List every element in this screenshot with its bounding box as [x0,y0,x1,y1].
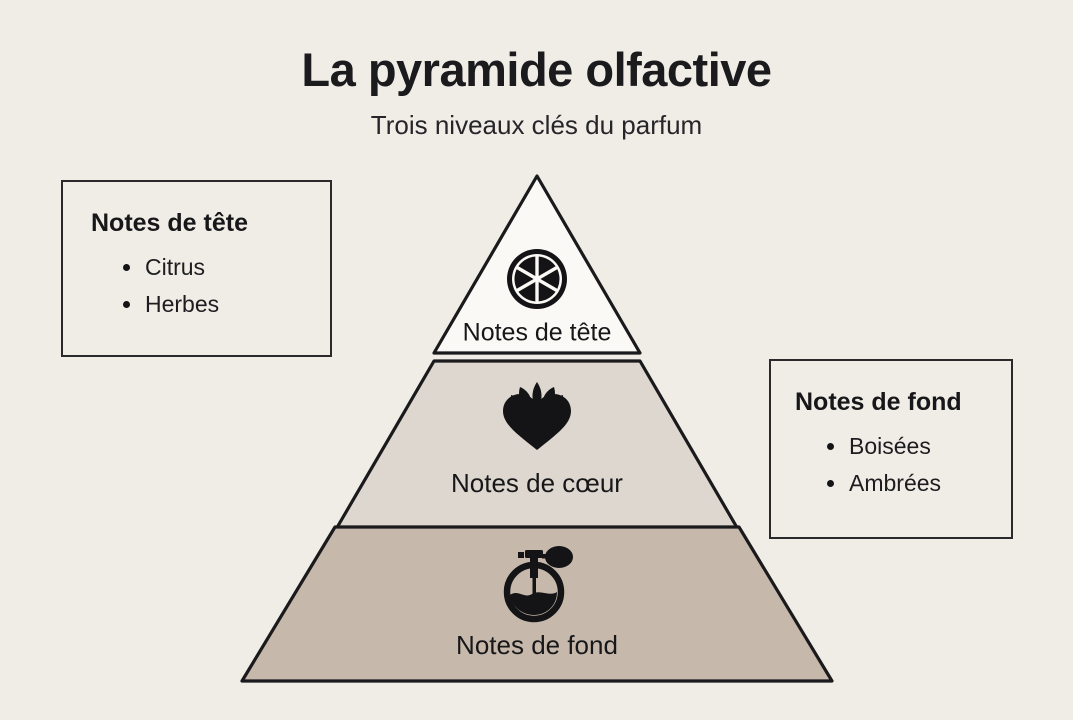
citrus-slice-icon [507,249,567,309]
base-notes-list: Boisées Ambrées [795,428,1011,502]
top-notes-callout-box[interactable]: Notes de tête Citrus Herbes [61,180,332,357]
top-notes-list: Citrus Herbes [91,249,330,323]
base-notes-callout-box[interactable]: Notes de fond Boisées Ambrées [769,359,1013,539]
list-item: Herbes [123,286,330,323]
page-title: La pyramide olfactive [301,43,772,96]
pyramid-tier-heart[interactable]: Notes de cœur [333,359,741,533]
list-item: Citrus [123,249,330,286]
pyramid-tier-top-label: Notes de tête [463,319,612,347]
top-notes-heading: Notes de tête [91,209,248,237]
list-item: Boisées [827,428,1011,465]
heart-with-leaves-icon [503,382,571,450]
list-item: Ambrées [827,465,1011,502]
pyramid-tier-top[interactable]: Notes de tête [432,174,642,355]
pyramid-tier-base[interactable]: Notes de fond [240,525,834,683]
base-notes-heading: Notes de fond [795,388,962,416]
perfume-bottle-icon [503,546,573,623]
pyramid-tier-heart-label: Notes de cœur [451,468,623,498]
page-subtitle: Trois niveaux clés du parfum [370,110,703,140]
pyramid-tier-base-label: Notes de fond [456,630,618,660]
